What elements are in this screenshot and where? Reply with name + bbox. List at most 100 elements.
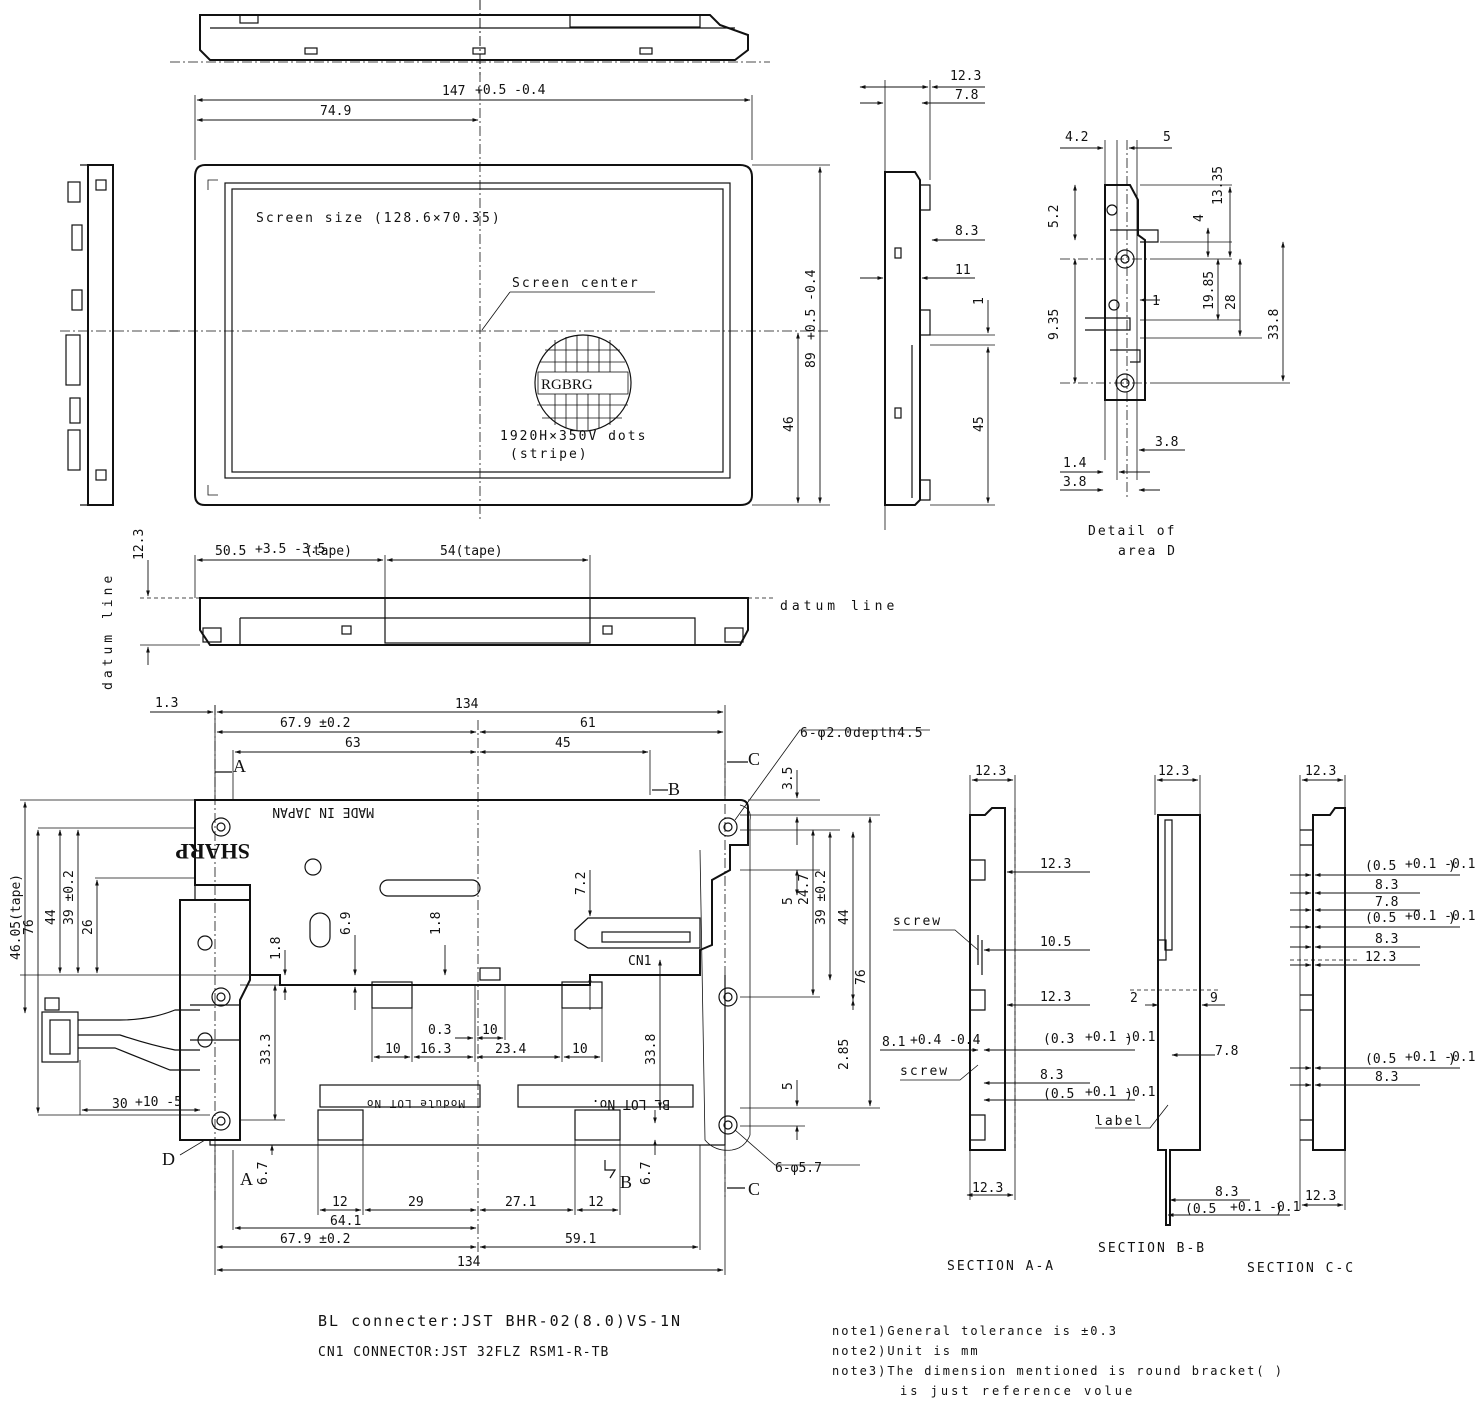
sec-b-7-8-label: 7.8	[1215, 1044, 1238, 1059]
sec-c-8-3b-label: 8.3	[1375, 932, 1398, 947]
datum-line-vertical: datum line	[101, 572, 116, 690]
side-12-3-label: 12.3	[950, 69, 981, 84]
sec-c-12-3-label: 12.3	[1365, 950, 1396, 965]
holes-large-label: 6-φ5.7	[775, 1161, 822, 1176]
rear-10a-label: 10	[385, 1042, 401, 1057]
sec-c-top-label: 12.3	[1305, 764, 1336, 779]
detail-9-35-label: 9.35	[1047, 309, 1062, 340]
sec-c-8-3a-label: 8.3	[1375, 878, 1398, 893]
rear-12a-label: 12	[332, 1195, 348, 1210]
rear-5-top-label: 5	[781, 897, 796, 905]
rear-6-7b-label: 6.7	[639, 1162, 654, 1185]
sec-a-screw1-label: screw	[893, 914, 942, 929]
bottom-edge-view: 50.5 +3.5 -3.5 (tape) 54(tape) datum lin…	[101, 529, 898, 690]
section-c-marker-top: C	[748, 749, 760, 769]
bl-connector-label: BL connecter:JST BHR-02(8.0)VS-1N	[318, 1312, 682, 1330]
rear-67-9-top-label: 67.9 ±0.2	[280, 716, 350, 731]
rear-6-9-label: 6.9	[339, 912, 354, 935]
sec-b-0-5-close: )	[1275, 1202, 1283, 1217]
rear-2-85-label: 2.85	[837, 1039, 852, 1070]
note-2: note2)Unit is mm	[832, 1344, 980, 1358]
rear-1-8b-label: 1.8	[429, 912, 444, 935]
top-edge-view	[170, 0, 770, 75]
rear-39-l-label: 39 ±0.2	[62, 870, 77, 925]
sec-a-0-3-tol: +0.1 -0.1	[1085, 1030, 1155, 1045]
sec-a-0-3-close: )	[1125, 1032, 1133, 1047]
sec-a-10-5-label: 10.5	[1040, 935, 1071, 950]
section-c-marker-bottom: C	[748, 1179, 760, 1199]
sec-a-8-1-label: 8.1	[882, 1035, 905, 1050]
rear-7-2-label: 7.2	[574, 872, 589, 895]
half-height-46-label: 46	[782, 416, 797, 432]
side-8-3-label: 8.3	[955, 224, 978, 239]
rear-59-1-label: 59.1	[565, 1232, 596, 1247]
rear-12b-label: 12	[588, 1195, 604, 1210]
rear-30-tol: +10 -5	[135, 1095, 182, 1110]
sec-c-0-5a-close: )	[1448, 859, 1456, 874]
area-d-marker: D	[162, 1149, 175, 1169]
sec-c-0-5b-close: )	[1448, 911, 1456, 926]
rear-10b-label: 10	[482, 1023, 498, 1038]
pixel-rgb-label: RGBRG	[541, 377, 593, 393]
detail-19-85-label: 19.85	[1202, 271, 1217, 310]
rear-23-4-label: 23.4	[495, 1042, 526, 1057]
detail-33-8-label: 33.8	[1267, 309, 1282, 340]
sec-b-label-label: label	[1095, 1114, 1144, 1129]
rear-1-8a-label: 1.8	[269, 937, 284, 960]
rear-26-label: 26	[81, 919, 96, 935]
right-side-view: 12.3 7.8 8.3 11 1 45	[859, 69, 995, 530]
screen-size-label: Screen size (128.6×70.35)	[256, 211, 502, 226]
width-147-tol: +0.5 -0.4	[475, 83, 546, 98]
width-147-label: 147	[442, 84, 465, 99]
screen-center-label: Screen center	[512, 276, 640, 291]
sec-c-7-8-label: 7.8	[1375, 895, 1398, 910]
sec-a-top-label: 12.3	[975, 764, 1006, 779]
sec-b-top-label: 12.3	[1158, 764, 1189, 779]
rear-16-3-label: 16.3	[420, 1042, 451, 1057]
rear-44-r-label: 44	[837, 909, 852, 925]
section-b-marker-bottom: B	[620, 1172, 632, 1192]
detail-3-8a-label: 3.8	[1155, 435, 1178, 450]
note-1: note1)General tolerance is ±0.3	[832, 1324, 1118, 1338]
rear-24-7-label: 24.7	[797, 874, 812, 905]
detail-13-35-label: 13.35	[1211, 166, 1226, 205]
height-89-tol: +0.5 -0.4	[804, 269, 819, 340]
rear-46-05-label: 46.05(tape)	[9, 874, 24, 960]
datum-12-3-label: 12.3	[132, 529, 147, 560]
sec-c-0-5b-tol: +0.1 -0.1	[1405, 909, 1475, 924]
dots-label: 1920H×350V dots	[500, 429, 647, 444]
section-a-marker-bottom: A	[240, 1169, 253, 1189]
left-side-view	[60, 164, 180, 506]
rear-33-3-label: 33.3	[259, 1034, 274, 1065]
tape-left-label: 50.5	[215, 544, 246, 559]
note-4: is just reference volue	[900, 1384, 1135, 1398]
front-view: RGBRG Screen size (128.6×70.35) Screen c…	[170, 0, 830, 520]
detail-caption-1: Detail of	[1088, 524, 1176, 539]
rear-0-3-label: 0.3	[428, 1023, 451, 1038]
detail-5-label: 5	[1163, 130, 1171, 145]
brand-label: SHARP	[175, 839, 250, 864]
sec-a-0-5-close: )	[1125, 1087, 1133, 1102]
rear-29-label: 29	[408, 1195, 424, 1210]
sec-b-caption: SECTION B-B	[1098, 1241, 1206, 1256]
sec-a-caption: SECTION A-A	[947, 1259, 1055, 1274]
rear-76-r-label: 76	[854, 969, 869, 985]
rear-134-bot-label: 134	[457, 1255, 481, 1270]
section-c-view: 12.3 (0.5 +0.1 -0.1 ) 8.3 7.8 (0.5 +0.1 …	[1247, 764, 1475, 1276]
side-7-8-label: 7.8	[955, 88, 978, 103]
sec-a-8-1-tol: +0.4 -0.4	[910, 1033, 981, 1048]
datum-line-label: datum line	[780, 599, 898, 614]
rear-45-label: 45	[555, 736, 571, 751]
sec-c-0-5a-tol: +0.1 -0.1	[1405, 857, 1475, 872]
sec-b-9-label: 9	[1210, 991, 1218, 1006]
rear-64-1-label: 64.1	[330, 1214, 361, 1229]
detail-1-label: 1	[1152, 294, 1160, 309]
sec-b-2-label: 2	[1130, 991, 1138, 1006]
section-a-view: 12.3 12.3 screw 10.5 12.3 8.1 +0.4 -0.4 …	[880, 764, 1155, 1274]
note-3: note3)The dimension mentioned is round b…	[832, 1364, 1284, 1378]
sec-a-12-3b-label: 12.3	[1040, 990, 1071, 1005]
sec-a-8-3-label: 8.3	[1040, 1068, 1063, 1083]
rear-39-r-label: 39 ±0.2	[814, 870, 829, 925]
tape-left-suffix: (tape)	[305, 544, 352, 559]
detail-1-4-label: 1.4	[1063, 456, 1087, 471]
